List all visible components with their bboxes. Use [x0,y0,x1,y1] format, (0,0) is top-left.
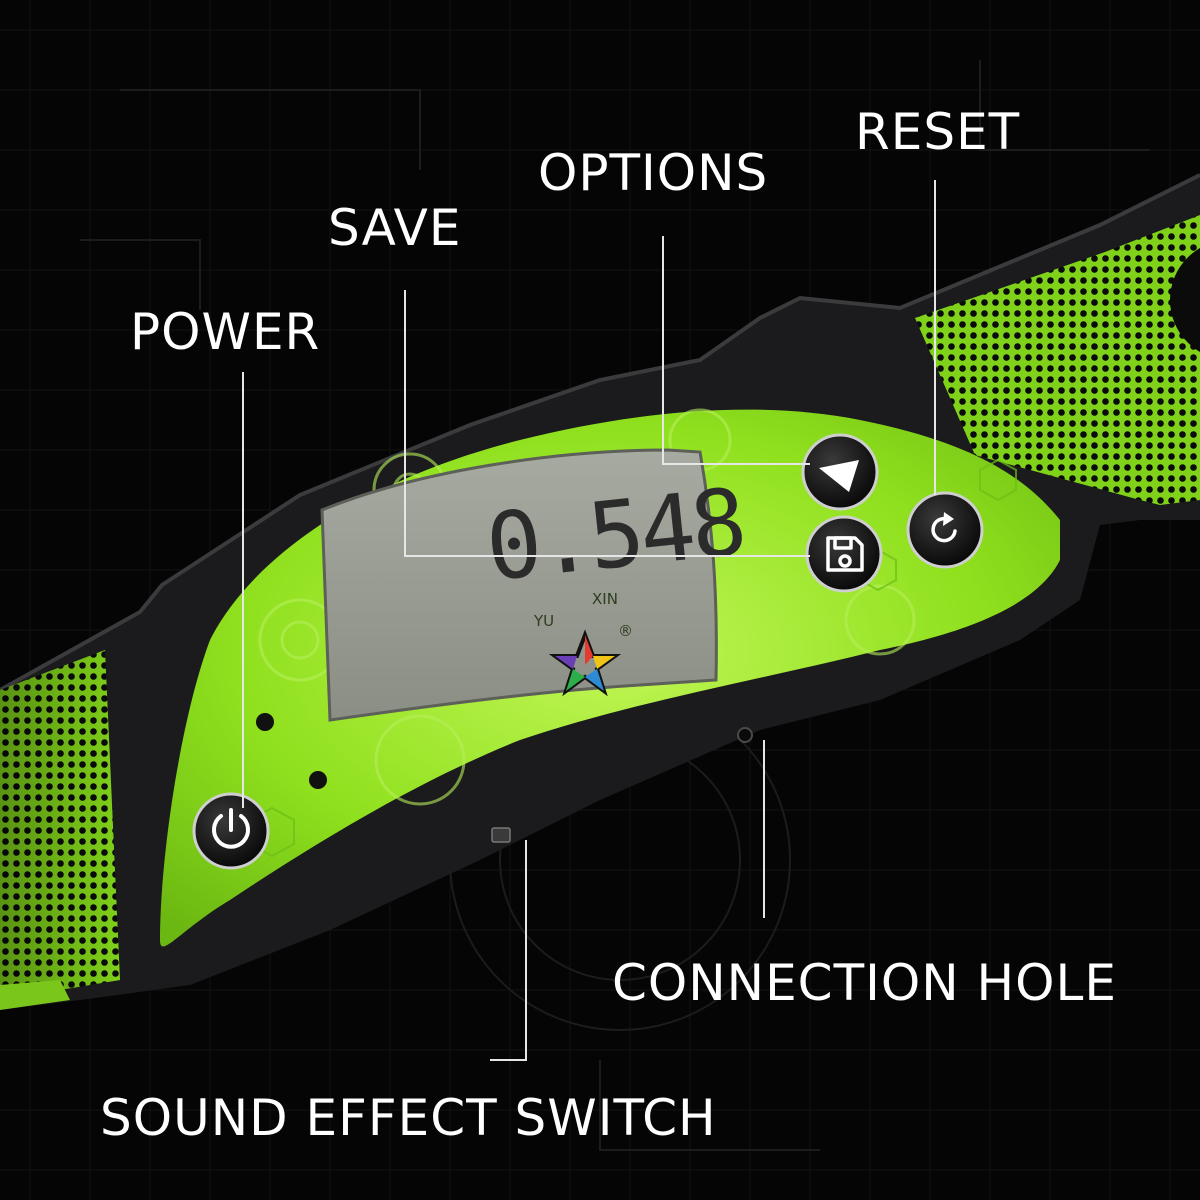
brand-text-right: XIN [592,590,618,608]
indicator-light-2 [309,771,327,789]
leader-line-save [404,290,810,557]
label-sound-effect-switch: SOUND EFFECT SWITCH [100,1089,717,1147]
leader-lines [242,180,936,1061]
label-power: POWER [130,303,321,361]
label-connection-hole: CONNECTION HOLE [612,954,1117,1012]
leader-line-options [662,236,810,465]
label-save: SAVE [328,199,462,257]
registered-mark: ® [618,622,633,640]
lcd-screen [320,448,718,722]
save-button[interactable] [805,515,883,593]
label-reset: RESET [855,103,1021,161]
connection-hole[interactable] [737,727,753,743]
floppy-disk-icon [826,536,864,572]
reset-button[interactable] [906,491,984,569]
housing-edge-highlight [0,173,1200,692]
power-icon [212,808,250,849]
leader-line-sound-switch [490,840,527,1061]
label-options: OPTIONS [538,144,769,202]
lcd-time-readout: 0.548 [481,469,748,602]
play-triangle-icon [819,460,859,492]
refresh-icon [931,512,957,543]
sound-effect-switch[interactable] [491,827,511,843]
star-logo-icon [548,629,622,697]
power-button[interactable] [192,792,270,870]
indicator-light-1 [256,713,274,731]
brand-text-left: YU [533,612,554,630]
right-sensor [1170,248,1200,352]
options-button[interactable] [801,433,879,511]
right-dotted-pad [915,215,1200,505]
